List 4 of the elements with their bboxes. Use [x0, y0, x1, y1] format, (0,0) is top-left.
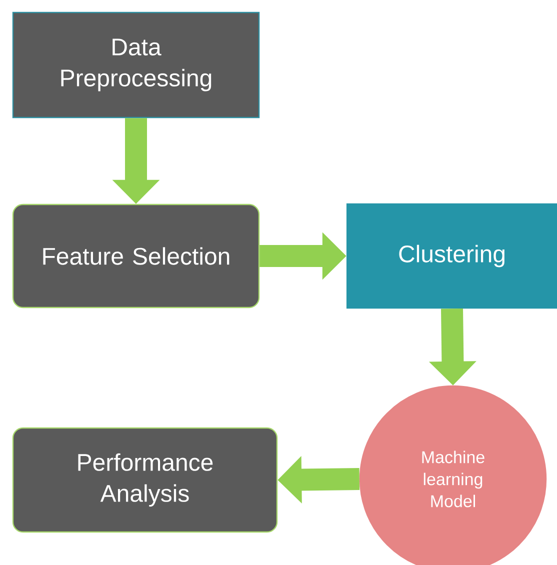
process-box: Performance Analysis — [12, 427, 278, 533]
process-box: Data Preprocessing — [12, 12, 260, 118]
process-box: Clustering — [346, 203, 557, 309]
process-box: Feature Selection — [12, 204, 260, 308]
